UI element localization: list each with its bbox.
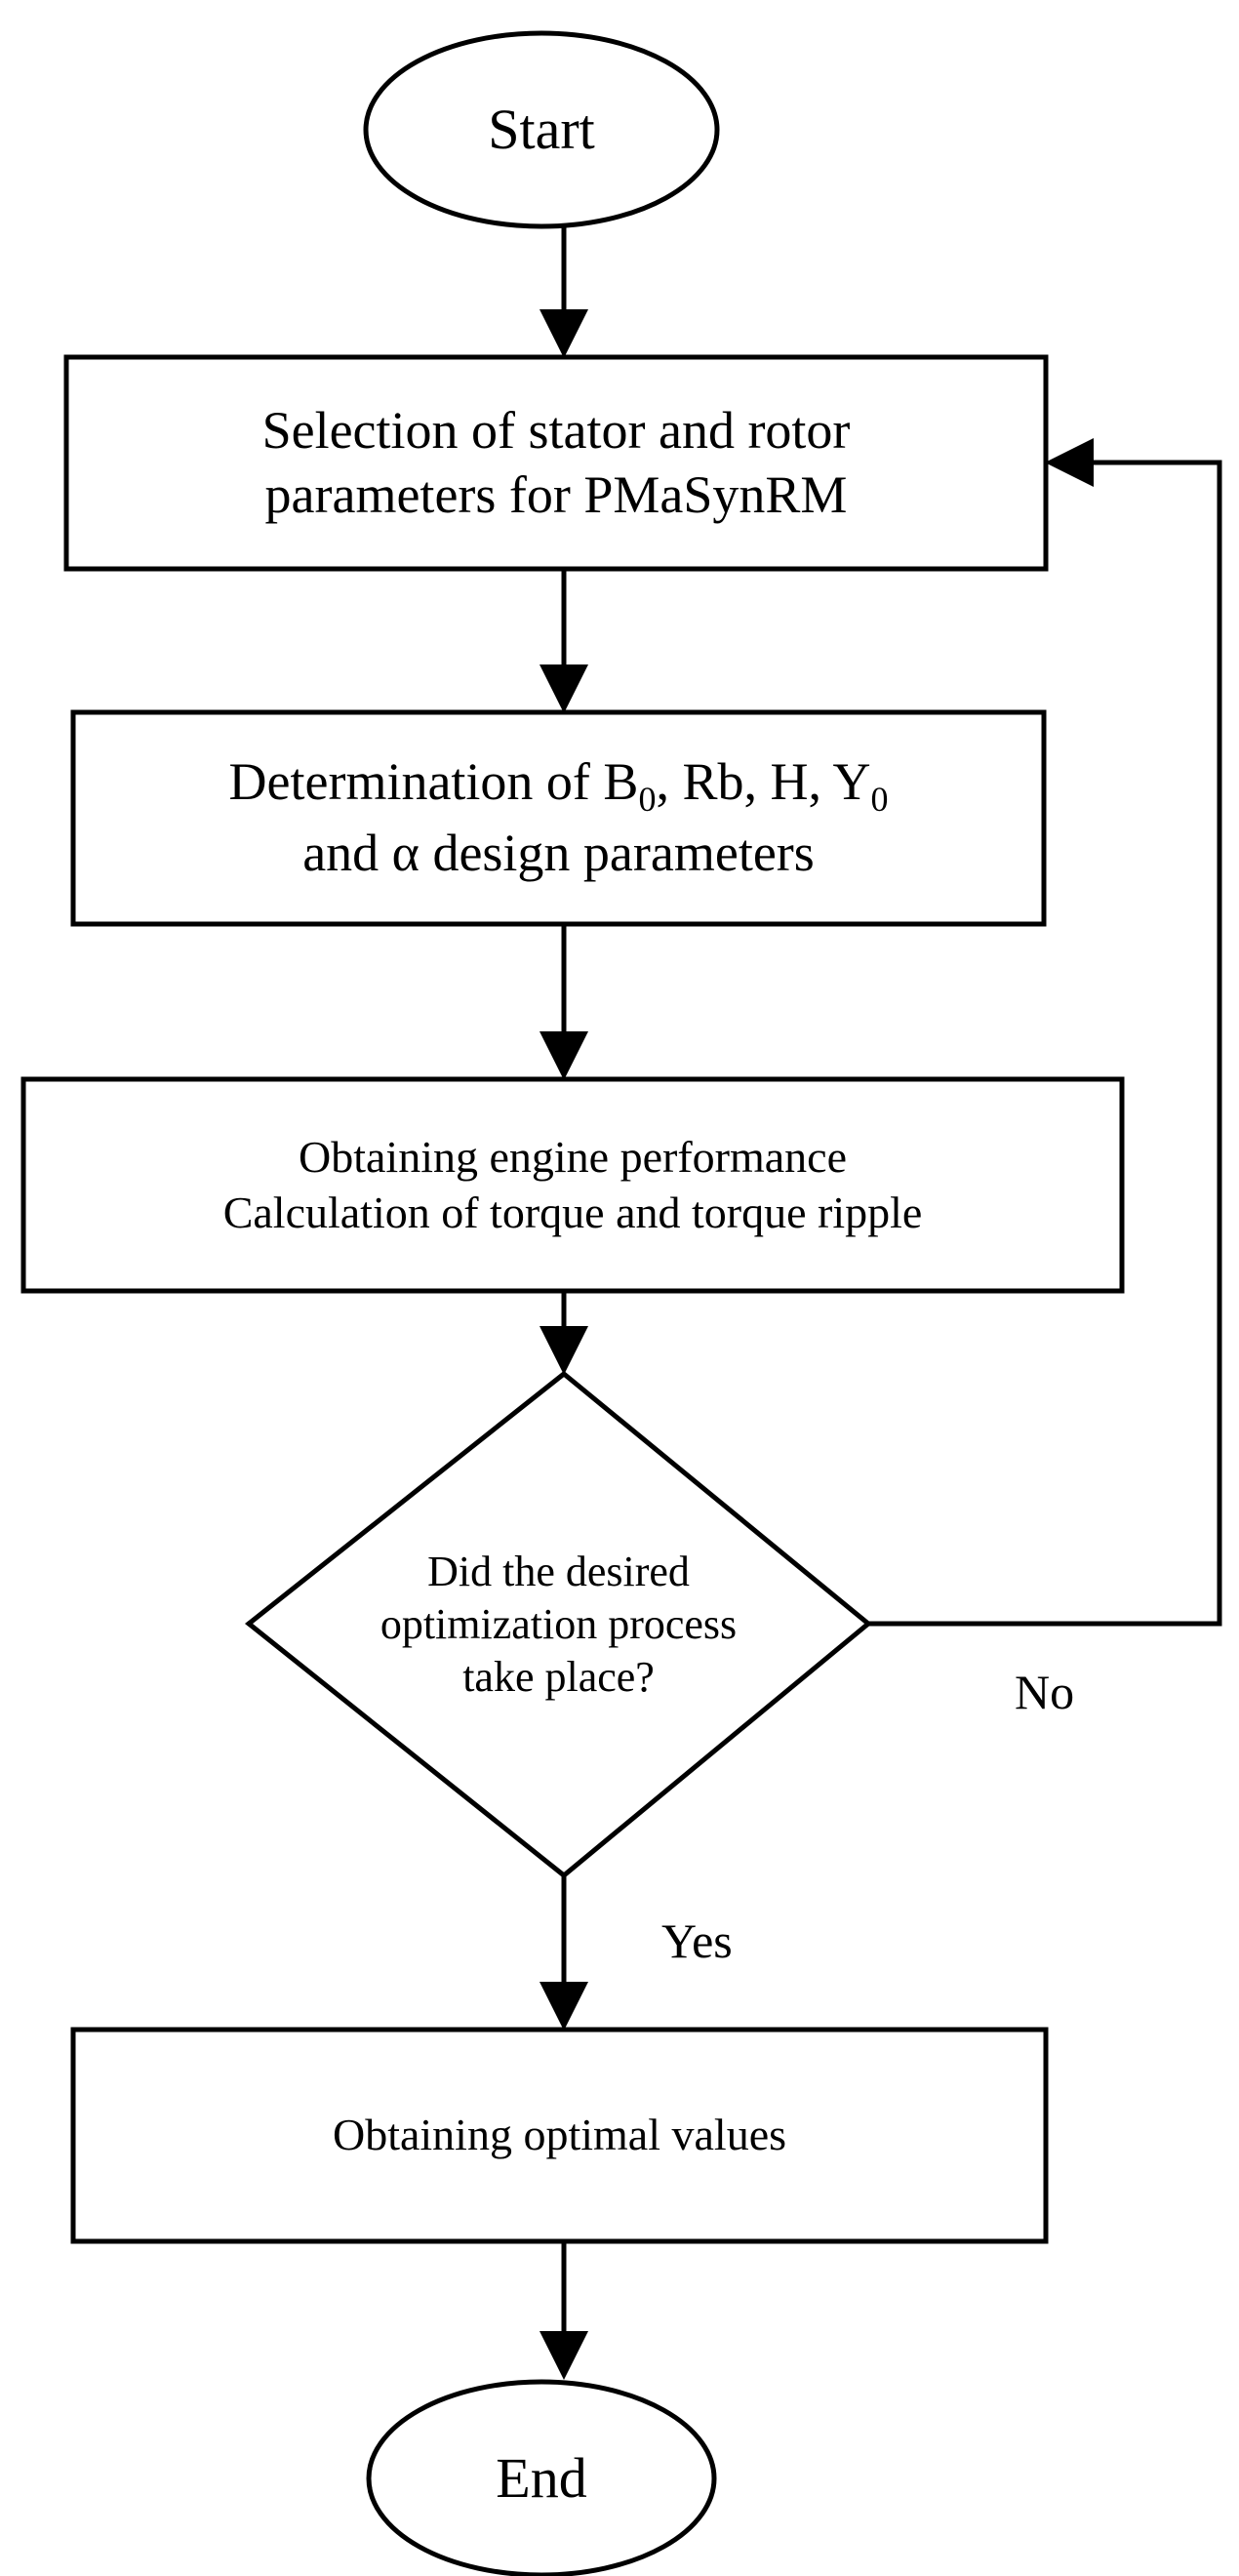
performance-step-box xyxy=(20,1076,1125,1294)
determination-step-line2: and α design parameters xyxy=(302,823,815,882)
performance-step-text: Obtaining engine performance Calculation… xyxy=(23,1079,1122,1291)
start-label-box: Start xyxy=(366,33,717,226)
determination-line1-mid: , Rb, H, Y xyxy=(656,752,871,812)
optimal-step-text: Obtaining optimal values xyxy=(73,2030,1046,2241)
determination-line1-sub2: 0 xyxy=(870,780,889,819)
start-label: Start xyxy=(488,97,595,161)
yes-label: Yes xyxy=(661,1913,733,1968)
no-label: No xyxy=(1015,1665,1075,1719)
selection-step-line1: Selection of stator and rotor xyxy=(261,400,851,460)
performance-step-line2: Calculation of torque and torque ripple xyxy=(222,1187,923,1237)
decision-line1: Did the desired xyxy=(427,1548,690,1596)
selection-step-line2: parameters for PMaSynRM xyxy=(264,464,848,524)
determination-step-box xyxy=(70,709,1047,927)
arrow-no-loop xyxy=(868,438,1222,1627)
determination-line1-prefix: Determination of B xyxy=(228,752,639,812)
end-label-box: End xyxy=(369,2382,714,2575)
decision-line2: optimization process xyxy=(380,1600,738,1649)
selection-step-box xyxy=(63,354,1049,572)
determination-line1-sub1: 0 xyxy=(638,780,657,819)
optimal-step-box xyxy=(70,2027,1049,2244)
performance-step-line1: Obtaining engine performance xyxy=(299,1132,847,1183)
determination-step-text: Determination of B0, Rb, H, Y0 and α des… xyxy=(73,712,1044,924)
selection-step-text: Selection of stator and rotor parameters… xyxy=(66,357,1046,569)
determination-step-line1: Determination of B0, Rb, H, Y0 xyxy=(229,750,889,822)
decision-line3: take place? xyxy=(462,1652,655,1701)
decision-text: Did the desired optimization process tak… xyxy=(249,1374,868,1875)
start-terminal xyxy=(363,30,720,229)
end-terminal xyxy=(366,2379,717,2576)
optimal-step-label: Obtaining optimal values xyxy=(332,2110,787,2160)
end-label: End xyxy=(496,2445,587,2510)
